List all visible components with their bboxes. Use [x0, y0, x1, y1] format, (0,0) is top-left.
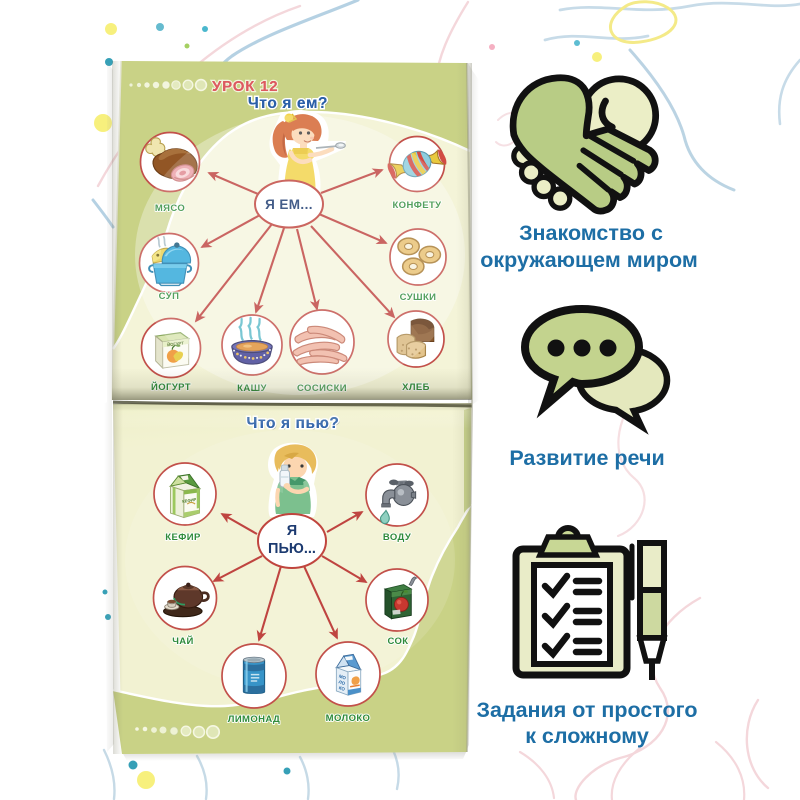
- svg-text:КО: КО: [338, 685, 346, 692]
- svg-text:ЛИМОНАД: ЛИМОНАД: [228, 714, 280, 725]
- svg-text:Развитие речи: Развитие речи: [509, 446, 664, 470]
- svg-text:Я ЕМ...: Я ЕМ...: [265, 197, 313, 212]
- svg-text:ВОДУ: ВОДУ: [383, 532, 411, 543]
- svg-text:УРОК 12: УРОК 12: [212, 78, 278, 95]
- svg-text:ПЬЮ...: ПЬЮ...: [268, 541, 316, 557]
- svg-text:к сложному: к сложному: [525, 724, 649, 748]
- svg-text:Знакомство с: Знакомство с: [519, 221, 663, 245]
- svg-text:СУШКИ: СУШКИ: [400, 292, 437, 303]
- svg-text:Что я ем?: Что я ем?: [248, 95, 328, 112]
- svg-text:ЙОГУРТ: ЙОГУРТ: [167, 340, 185, 347]
- svg-text:КЕФИР: КЕФИР: [165, 532, 201, 543]
- svg-text:Задания от простого: Задания от простого: [477, 698, 698, 722]
- svg-text:МО: МО: [338, 673, 347, 680]
- svg-text:МОЛОКО: МОЛОКО: [326, 713, 371, 724]
- svg-text:УРОК 12: УРОК 12: [212, 78, 278, 95]
- svg-text:КОНФЕТУ: КОНФЕТУ: [392, 200, 441, 211]
- svg-text:МЯСО: МЯСО: [155, 203, 185, 214]
- svg-text:Я: Я: [287, 523, 297, 539]
- svg-text:Что я ем?: Что я ем?: [249, 97, 329, 114]
- svg-text:Что я ем?: Что я ем?: [248, 95, 328, 112]
- svg-text:ЛО: ЛО: [338, 679, 346, 686]
- svg-text:СОК: СОК: [387, 636, 408, 647]
- svg-text:СУП: СУП: [159, 291, 180, 302]
- svg-text:ЧАЙ: ЧАЙ: [172, 635, 194, 647]
- svg-text:окружающем миром: окружающем миром: [480, 248, 698, 272]
- svg-text:КЕФИР: КЕФИР: [182, 497, 197, 504]
